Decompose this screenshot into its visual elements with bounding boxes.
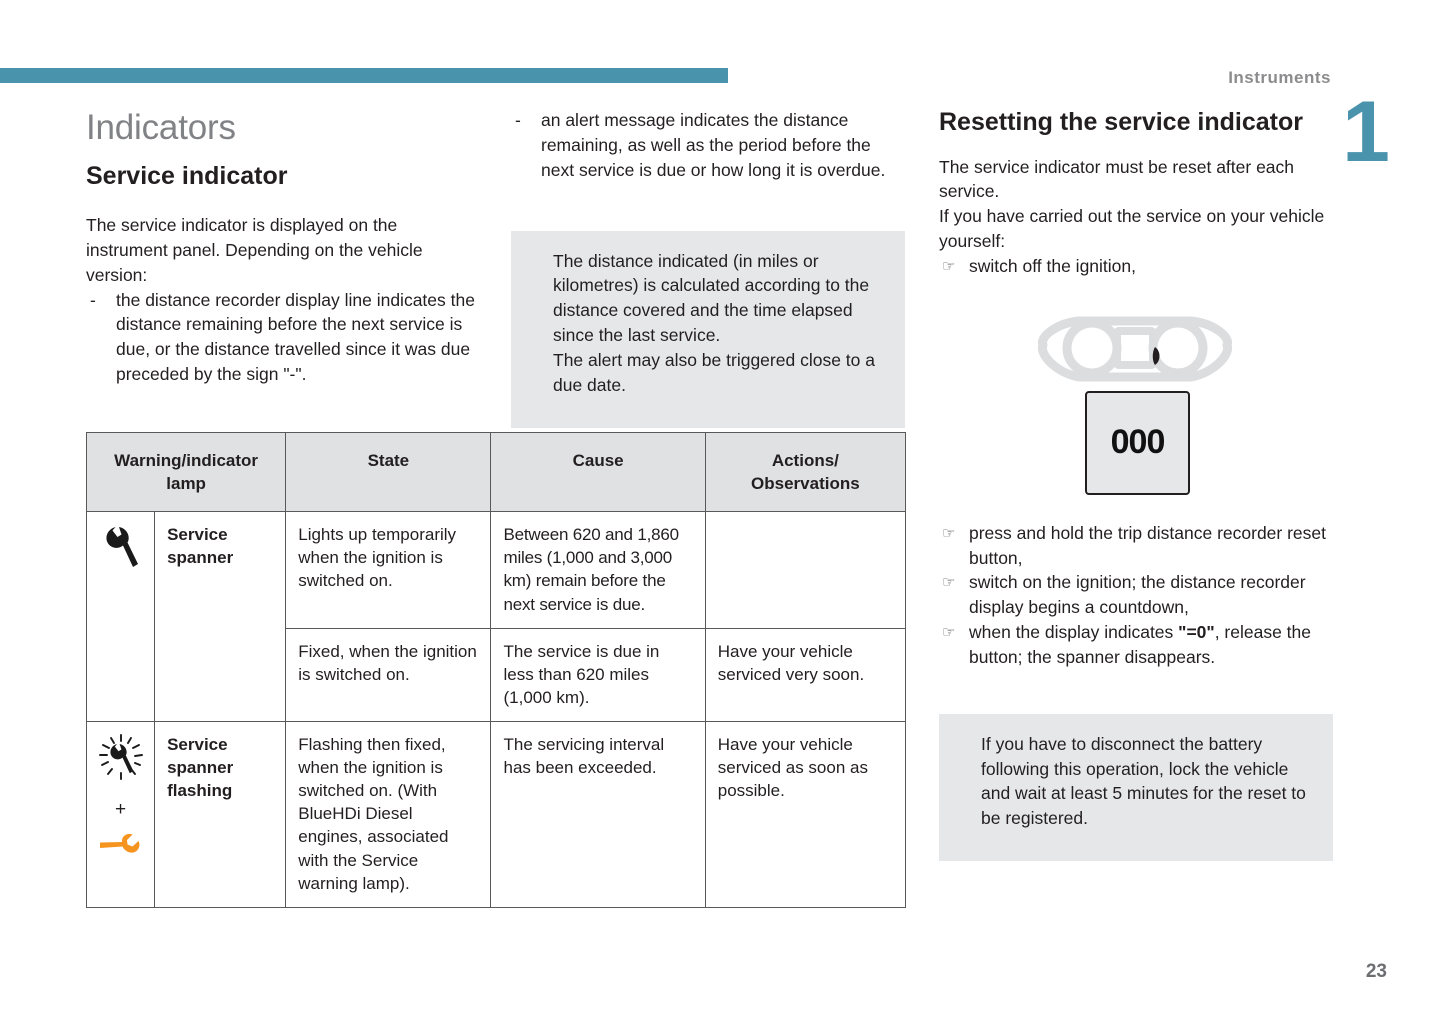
- info-box-text: If you have to disconnect the battery fo…: [981, 733, 1306, 829]
- list-item: ☞ press and hold the trip distance recor…: [939, 521, 1333, 571]
- pointing-hand-icon: ☞: [942, 524, 956, 542]
- pointing-hand-icon: ☞: [942, 574, 956, 592]
- list-item: ☞ when the display indicates "=0", relea…: [939, 620, 1333, 670]
- plus-sign: +: [114, 798, 127, 820]
- trip-display-detail-box: 000: [1085, 390, 1190, 495]
- reset-intro-paragraph: The service indicator must be reset afte…: [939, 156, 1325, 252]
- table-cell-actions: [704, 511, 907, 629]
- pointing-hand-icon: ☞: [942, 624, 956, 642]
- trip-display-value: 000: [1110, 423, 1166, 462]
- table-cell-cause: Between 620 and 1,860 miles (1,000 and 3…: [490, 511, 706, 629]
- pointing-hand-icon: ☞: [942, 257, 956, 275]
- list-item: ☞ switch on the ignition; the distance r…: [939, 570, 1333, 620]
- list-item: ☞ switch off the ignition,: [939, 254, 1333, 279]
- info-box-text: The distance indicated (in miles or kilo…: [553, 250, 875, 395]
- list-item-prefix: when the display indicates: [969, 622, 1179, 643]
- intro-paragraph: The service indicator is displayed on th…: [86, 215, 423, 285]
- table-cell-state: Lights up temporarily when the ignition …: [285, 511, 492, 629]
- left-bullet-list: the distance recorder display line indic…: [86, 288, 478, 387]
- table-cell-cause: The service is due in less than 620 mile…: [490, 627, 706, 722]
- info-i-icon: [955, 736, 963, 764]
- column-middle: an alert message indicates the distance …: [511, 108, 905, 428]
- column-left: Indicators Service indicator The service…: [86, 108, 478, 387]
- list-item: the distance recorder display line indic…: [86, 288, 478, 387]
- info-box-distance: The distance indicated (in miles or kilo…: [511, 230, 905, 428]
- sub-title-resetting: Resetting the service indicator: [939, 108, 1304, 136]
- service-spanner-flashing-icon: [98, 734, 143, 780]
- table-header-cell: Cause: [490, 431, 706, 513]
- table-header-cell: State: [285, 431, 492, 513]
- table-header-cell: Actions/ Observations: [704, 431, 907, 513]
- table-cell-actions: Have your vehicle serviced as soon as po…: [704, 720, 907, 908]
- sub-title-service-indicator: Service indicator: [86, 162, 288, 190]
- lamp-name-cell: Service spanner: [154, 511, 287, 722]
- lamp-cell-spanner: [85, 511, 156, 722]
- lamp-cell-spanner-flashing: +: [85, 720, 156, 908]
- reset-steps-after: ☞ press and hold the trip distance recor…: [939, 521, 1333, 670]
- warning-indicator-table: Warning/indicator lamp State Cause Actio…: [85, 431, 907, 908]
- info-i-icon: [527, 253, 535, 281]
- middle-bullet-list: an alert message indicates the distance …: [511, 108, 905, 183]
- list-item: an alert message indicates the distance …: [511, 108, 905, 183]
- header-accent-rule: [0, 68, 728, 83]
- list-item-suffix: , release the button; the spanner disapp…: [969, 622, 1312, 667]
- reset-steps-before: ☞ switch off the ignition,: [939, 254, 1333, 279]
- instrument-cluster-illustration: 000: [939, 303, 1333, 503]
- table-header-cell: Warning/indicator lamp: [85, 431, 287, 513]
- info-box-battery: If you have to disconnect the battery fo…: [939, 713, 1333, 862]
- table-row: Service spanner Lights up temporarily wh…: [85, 511, 907, 722]
- lamp-name-cell: Service spanner flashing: [154, 720, 287, 908]
- table-row: Fixed, when the ignition is switched on.…: [87, 627, 907, 722]
- column-right: Resetting the service indicator The serv…: [939, 108, 1333, 862]
- service-spanner-icon: [105, 527, 138, 568]
- table-cell-actions: Have your vehicle serviced very soon.: [704, 627, 907, 722]
- chapter-number: 1: [1342, 84, 1390, 180]
- list-item-emphasis: "=0": [1178, 622, 1215, 643]
- list-item-label: switch off the ignition,: [969, 255, 1136, 276]
- instrument-cluster-outline-icon: [1038, 316, 1232, 382]
- orange-spanner-icon: [99, 833, 139, 853]
- table-cell-state: Fixed, when the ignition is switched on.: [285, 627, 492, 722]
- running-head: Instruments: [1228, 68, 1331, 87]
- page-title: Indicators: [86, 108, 236, 147]
- list-item-label: switch on the ignition; the distance rec…: [969, 572, 1306, 618]
- page-number: 23: [1365, 961, 1387, 982]
- list-item-label: press and hold the trip distance recorde…: [969, 522, 1326, 568]
- table-header-row: Warning/indicator lamp State Cause Actio…: [85, 431, 907, 513]
- table-row: + Service spanner flashing Flashing then…: [85, 720, 907, 908]
- table-cell-cause: The servicing interval has been exceeded…: [490, 720, 706, 908]
- table-cell-state: Flashing then fixed, when the ignition i…: [285, 720, 492, 908]
